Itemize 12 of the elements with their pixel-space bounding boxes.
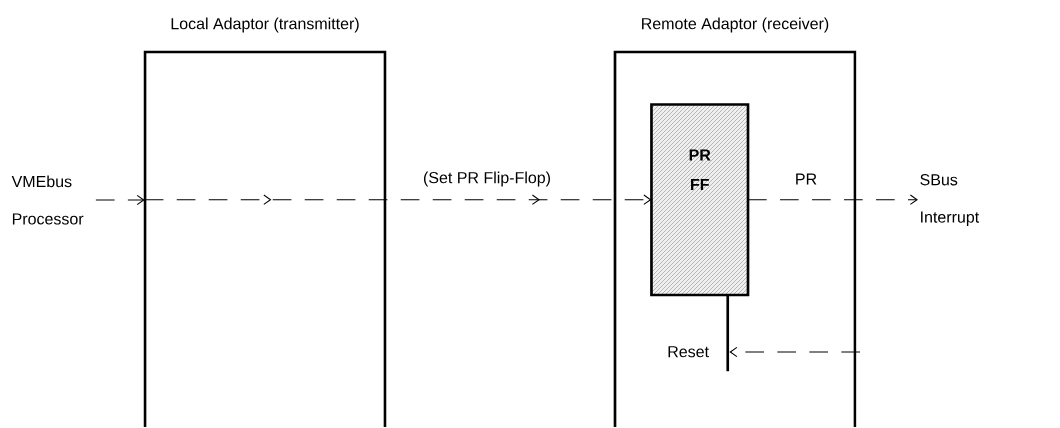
signal-label: SBus Interrupt <box>920 174 980 226</box>
edge-label: PR <box>793 172 819 186</box>
signal-label: VMEbus Processor <box>11 175 84 225</box>
reset-line <box>726 294 730 372</box>
arrow <box>747 194 918 205</box>
arrow <box>144 194 652 205</box>
flip-flop-box: PR FF <box>650 103 750 297</box>
arrow <box>729 346 861 358</box>
edge-label: (Set PR Flip-Flop) <box>421 170 553 188</box>
adaptor-box: Local Adaptor (transmitter) <box>143 17 387 427</box>
arrow <box>95 194 145 206</box>
signal-label: Reset <box>668 346 709 358</box>
